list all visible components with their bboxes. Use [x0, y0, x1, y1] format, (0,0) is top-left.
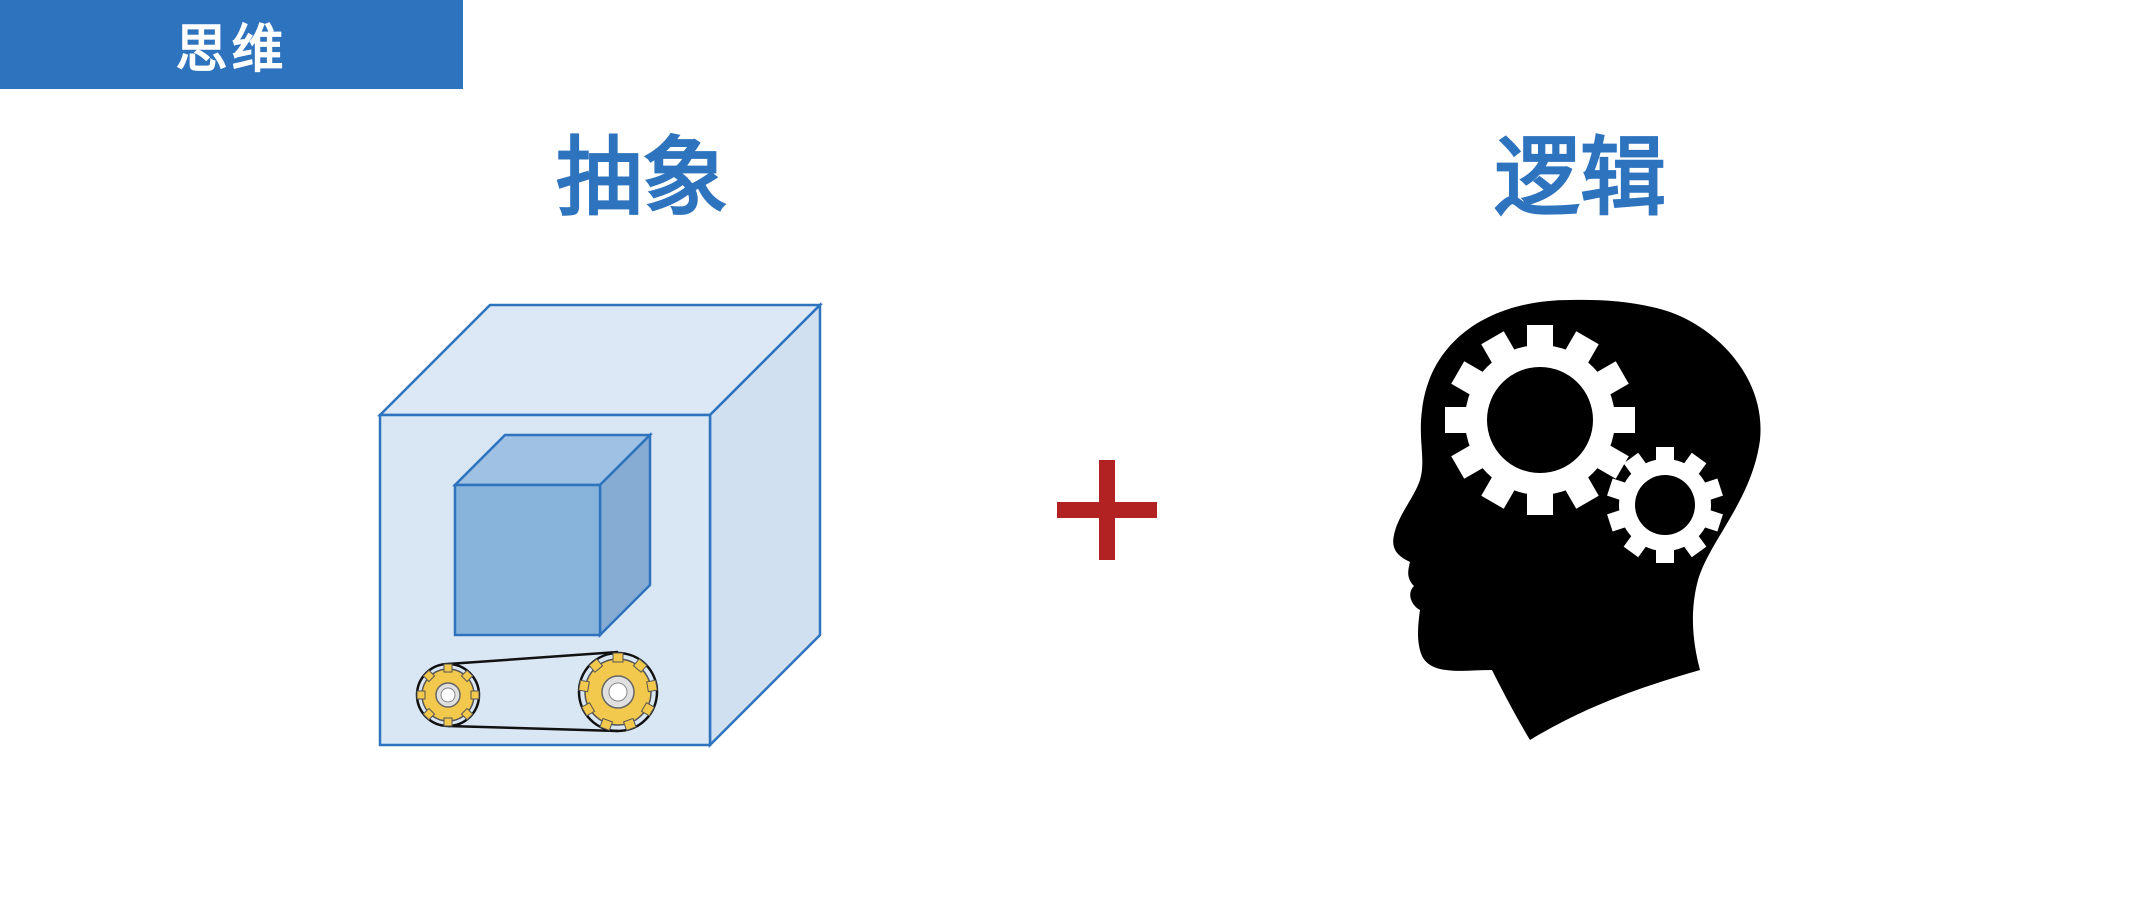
- abstraction-illustration: [370, 295, 830, 755]
- heading-logic: 逻辑: [1494, 128, 1666, 228]
- small-gear-icon: [416, 663, 480, 727]
- plus-operator: [1050, 455, 1160, 565]
- belt-top: [447, 650, 619, 666]
- logic-illustration: [1380, 290, 1780, 750]
- belt-bottom: [447, 724, 619, 733]
- inner-cube-front: [453, 483, 602, 637]
- heading-abstraction: 抽象: [556, 128, 728, 228]
- box-with-cube-and-gears-icon: [376, 301, 824, 749]
- large-gear-icon: [578, 652, 658, 731]
- head-with-gears-icon: [1393, 299, 1761, 740]
- big-gear-icon: [1445, 325, 1635, 515]
- small-gear-icon: [1607, 447, 1723, 563]
- plus-icon: [1057, 460, 1157, 560]
- section-title: 思维: [175, 20, 288, 80]
- section-banner: 思维: [0, 0, 463, 89]
